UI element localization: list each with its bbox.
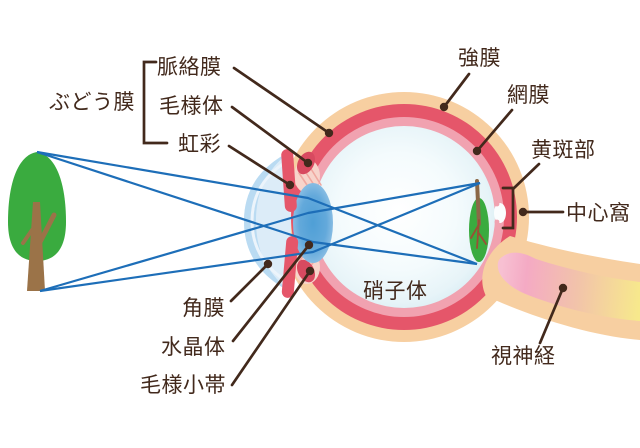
retina-line: [475, 108, 514, 153]
retinal-image-branches: [470, 219, 487, 249]
choroid-dot: [324, 128, 334, 138]
tree-branch-left: [21, 228, 34, 245]
label-choroid: 脈絡膜: [157, 55, 222, 79]
retinal-image: [469, 179, 489, 262]
annotations: [142, 60, 565, 387]
light-ray-top-2: [36, 150, 478, 266]
tree: [8, 152, 66, 291]
fovea-dot: [518, 207, 528, 217]
label-optic-nerve: 視神経: [491, 344, 556, 368]
iris-dot: [285, 180, 295, 190]
label-sclera: 強膜: [458, 46, 501, 70]
fovea-pit: [494, 201, 506, 225]
retina-dot: [472, 146, 482, 156]
retinal-image-trunk: [475, 179, 481, 226]
fovea-notch: [494, 203, 506, 223]
label-lens: 水晶体: [161, 335, 226, 359]
light-ray-bottom-2: [39, 181, 481, 293]
zonule-line: [230, 269, 312, 387]
macula-line: [511, 162, 541, 191]
choroid-line: [232, 66, 331, 135]
label-cornea: 角膜: [182, 296, 225, 320]
label-macula: 黄斑部: [531, 138, 596, 162]
label-retina: 網膜: [507, 83, 550, 107]
ciliary-dot: [303, 158, 313, 168]
light-ray-top-1: [36, 150, 478, 266]
fovea-rim-top: [494, 201, 500, 207]
optic-nerve-line: [538, 286, 565, 345]
tree-trunk: [27, 202, 45, 291]
label-iris: 虹彩: [178, 132, 221, 156]
label-fovea: 中心窩: [566, 201, 631, 225]
eyeball: [279, 92, 529, 342]
uvea-bracket: [142, 60, 169, 145]
optic-nerve-inner: [497, 252, 640, 321]
sclera-dot: [439, 102, 449, 112]
ciliary-line: [230, 105, 310, 165]
sclera-line: [442, 72, 471, 109]
cornea-dot: [263, 259, 273, 269]
vitreous-body: [313, 126, 495, 308]
label-zonule: 毛様小帯: [140, 373, 226, 397]
fovea-rim-bottom: [494, 219, 500, 225]
annotation-dots: [263, 102, 568, 293]
cornea-line: [229, 262, 270, 303]
label-ciliary-body: 毛様体: [159, 94, 224, 118]
label-uvea: ぶどう膜: [49, 90, 135, 114]
zonule-dot: [305, 266, 315, 276]
lens-line: [231, 243, 311, 343]
light-ray-bottom-1: [39, 181, 481, 293]
optic-nerve-dot: [558, 283, 568, 293]
iris-line: [227, 144, 292, 187]
macula-bracket: [501, 186, 515, 230]
lens-dot: [304, 240, 314, 250]
cornea-shell: [244, 151, 291, 292]
light-rays: [36, 150, 481, 293]
label-vitreous: 硝子体: [363, 279, 428, 303]
